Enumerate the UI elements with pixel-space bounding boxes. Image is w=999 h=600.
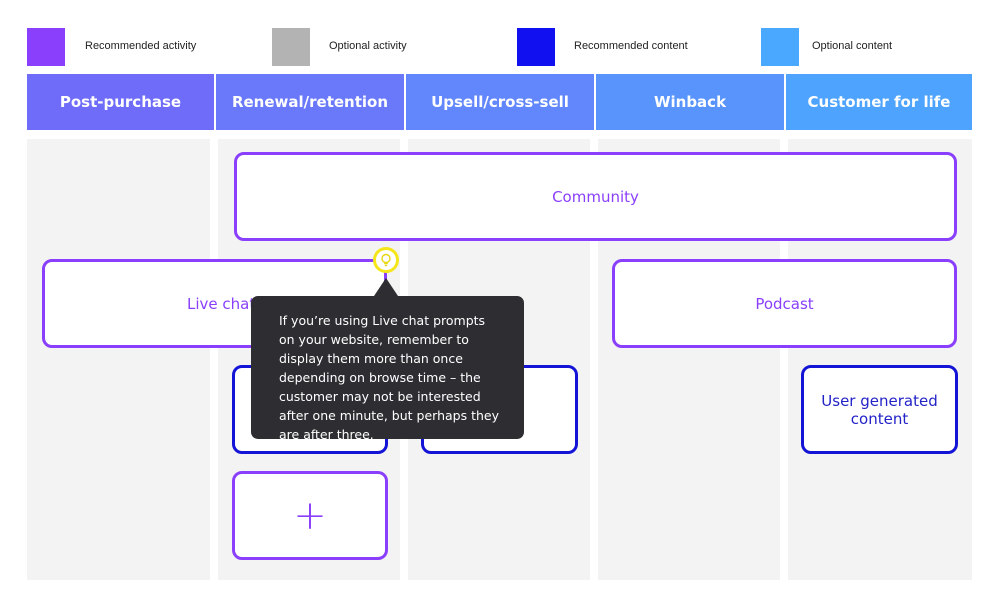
lightbulb-icon[interactable] (373, 247, 399, 273)
legend-label-recommended-activity: Recommended activity (85, 40, 197, 52)
user-generated-content-card[interactable]: User generated content (801, 365, 958, 454)
live-chat-label: Live chat (187, 294, 256, 313)
legend-label-recommended-content: Recommended content (574, 40, 688, 52)
stage-post-purchase: Post-purchase (27, 74, 214, 130)
stage-upsell-cross-sell: Upsell/cross-sell (406, 74, 594, 130)
add-card-button[interactable]: + (232, 471, 388, 560)
legend-swatch-optional-content (761, 28, 799, 66)
community-card[interactable]: Community (234, 152, 957, 241)
stage-renewal-retention: Renewal/retention (216, 74, 404, 130)
legend-swatch-recommended-content (517, 28, 555, 66)
tip-tooltip: If you’re using Live chat prompts on you… (251, 296, 524, 442)
stage-winback: Winback (596, 74, 784, 130)
stage-customer-for-life: Customer for life (786, 74, 972, 130)
podcast-card[interactable]: Podcast (612, 259, 957, 348)
column-post-purchase (27, 139, 210, 580)
tooltip-text: If you’re using Live chat prompts on you… (279, 313, 500, 442)
tooltip-arrow (374, 278, 398, 296)
legend-label-optional-content: Optional content (812, 40, 893, 52)
legend-label-optional-activity: Optional activity (329, 40, 407, 52)
legend-swatch-recommended-activity (27, 28, 65, 66)
legend-swatch-optional-activity (272, 28, 310, 66)
plus-icon: + (293, 492, 327, 539)
user-generated-content-label: User generated content (821, 391, 938, 428)
